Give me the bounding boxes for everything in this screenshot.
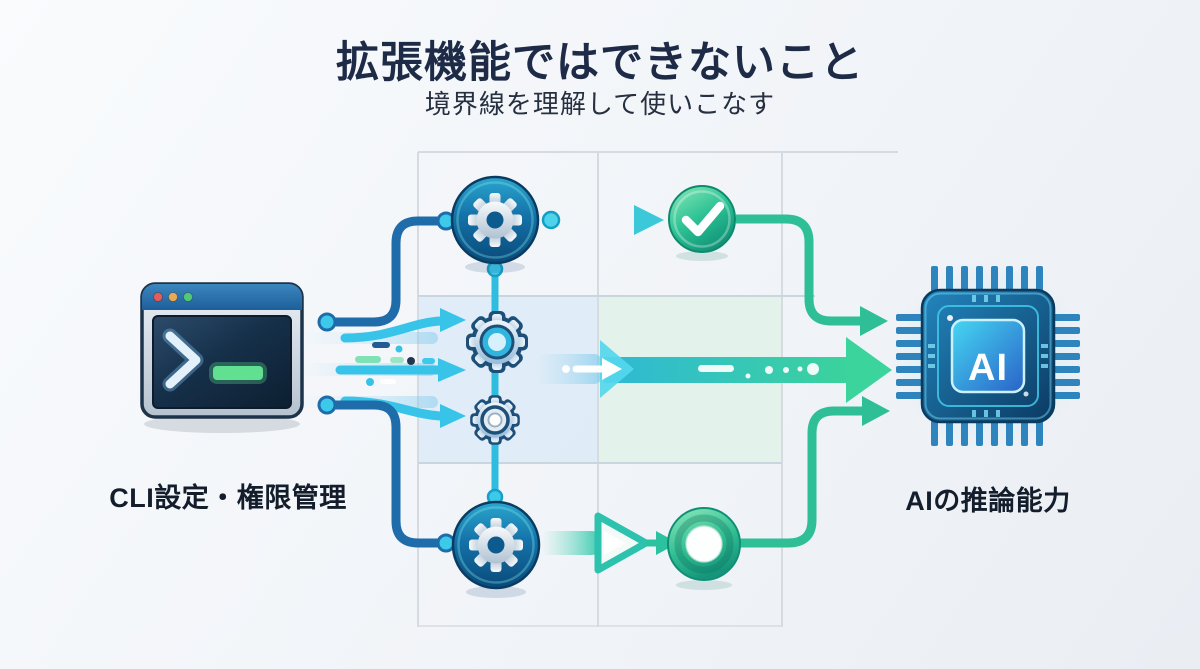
- bottom-flow-arrow: [542, 512, 678, 574]
- ai-chip-text: AI: [968, 347, 1008, 389]
- terminal-icon: [140, 282, 304, 433]
- chip-core: [950, 318, 1026, 394]
- connector-terminal-to-top-gear: [327, 216, 438, 327]
- gear-outline-large-icon: [466, 311, 528, 373]
- white-inner-arrow: [562, 358, 622, 380]
- chip-pins: [896, 266, 1080, 446]
- flow-dots: [698, 363, 819, 379]
- ai-chip-icon: AI: [893, 261, 1083, 451]
- prompt-chevron-icon: [165, 331, 201, 389]
- input-arrow-top: [340, 316, 445, 343]
- cli-node-label: CLI設定・権限管理: [109, 483, 347, 513]
- connector-gear-to-check: [541, 205, 664, 235]
- page-title: 拡張機能ではできないこと: [336, 39, 864, 87]
- connector-check-to-chip: [736, 214, 888, 336]
- connector-node-dots: [317, 211, 456, 553]
- main-flow-arrow: [536, 337, 892, 403]
- gear-outline-small-icon: [470, 395, 520, 445]
- input-arrows: [335, 308, 466, 428]
- window-control-dots: [153, 292, 193, 302]
- ai-node-label: AIの推論能力: [905, 486, 1071, 516]
- page-subtitle: 境界線を理解して使いこなす: [424, 89, 776, 119]
- terminal-titlebar: [142, 284, 302, 310]
- gear-badge-top-icon: [450, 175, 540, 273]
- chip-trace-ticks: [928, 295, 1048, 417]
- check-circle-icon: [668, 185, 736, 261]
- terminal-screen: [152, 315, 292, 409]
- prompt-cursor: [213, 366, 263, 380]
- gear-badge-bottom-icon: [451, 500, 541, 598]
- connector-terminal-to-bottom-gear: [327, 400, 438, 548]
- ring-circle-icon: [667, 507, 741, 590]
- connector-ring-to-chip: [738, 396, 890, 548]
